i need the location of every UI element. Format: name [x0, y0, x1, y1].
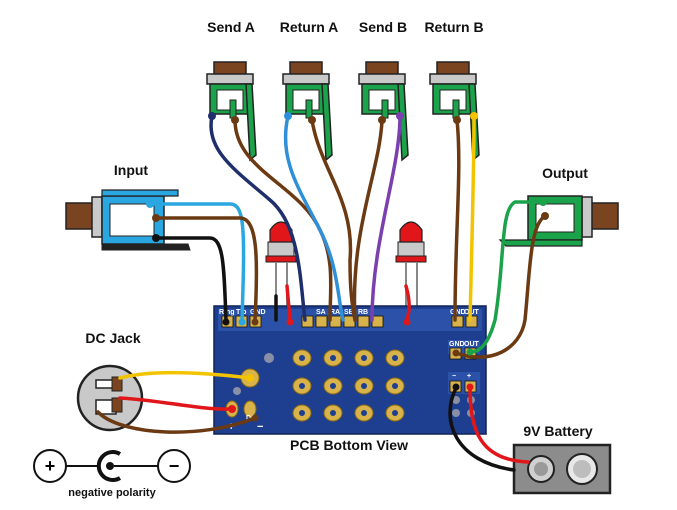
wire-dc-positive: [118, 371, 252, 380]
pcb-dc-minus: −: [257, 421, 263, 433]
wire-send-b-tip: [352, 118, 384, 322]
label-output: Output: [542, 165, 588, 181]
wire-dc-ground: [96, 410, 257, 434]
label-pcb: PCB Bottom View: [290, 437, 408, 453]
polarity-minus-icon: −: [169, 456, 180, 476]
jack-output: [498, 195, 619, 247]
label-polarity: negative polarity: [68, 487, 156, 499]
jack-return-b: [429, 61, 480, 162]
wire-input-tip: [148, 202, 246, 322]
jack-send-b: [358, 61, 409, 162]
wire-dc-negative: [118, 396, 232, 411]
wire-led-right: [404, 284, 411, 322]
wire-battery-positive: [468, 386, 530, 464]
wire-endpoints: [146, 112, 549, 422]
pcb-out-label: OUT: [464, 341, 480, 348]
led-right: [395, 221, 427, 318]
label-send-a: Send A: [207, 19, 255, 35]
jack-input: [65, 189, 191, 251]
wire-return-b-sleeve: [453, 118, 461, 322]
dc-jack: [76, 364, 144, 432]
label-input: Input: [114, 162, 149, 178]
pcb-sb-label: SB: [344, 309, 354, 316]
wire-input-ground: [154, 236, 228, 322]
pcb-ra-label: RA: [330, 309, 340, 316]
wire-input-sleeve: [154, 216, 259, 322]
wire-send-a-tip: [209, 114, 307, 322]
wire-return-a-sleeve: [310, 118, 357, 322]
pcb-rb-label: RB: [358, 309, 368, 316]
pcb-sa-label: SA: [316, 309, 326, 316]
wire-battery-negative: [448, 386, 516, 472]
wire-led-left-anode: [285, 284, 292, 322]
wire-output-tip: [468, 200, 545, 354]
label-send-b: Send B: [359, 19, 407, 35]
label-dc-jack: DC Jack: [85, 330, 140, 346]
jack-send-a: [206, 61, 257, 162]
battery-9v: [512, 443, 612, 495]
pcb-gnd-in-label: GND: [250, 309, 266, 316]
wire-output-sleeve: [454, 214, 547, 359]
wire-return-a-tip: [283, 114, 345, 322]
pcb-board: Ring Tip GND SA RA SB RB GND OUT GND OUT…: [213, 305, 487, 435]
label-battery: 9V Battery: [523, 423, 592, 439]
polarity-symbol: + −: [33, 449, 191, 483]
wires: [96, 114, 547, 472]
polarity-plus-icon: +: [45, 456, 56, 476]
label-return-a: Return A: [280, 19, 339, 35]
pcb-plus-label: +: [467, 373, 471, 380]
wire-return-b-tip: [468, 114, 476, 322]
label-return-b: Return B: [424, 19, 483, 35]
pcb-out-gnd-label: GND: [449, 341, 465, 348]
pcb-minus-label: −: [452, 373, 456, 380]
pcb-gnd-top-label: GND: [450, 309, 466, 316]
jack-return-a: [282, 61, 333, 162]
wire-send-b-ring: [370, 114, 402, 322]
